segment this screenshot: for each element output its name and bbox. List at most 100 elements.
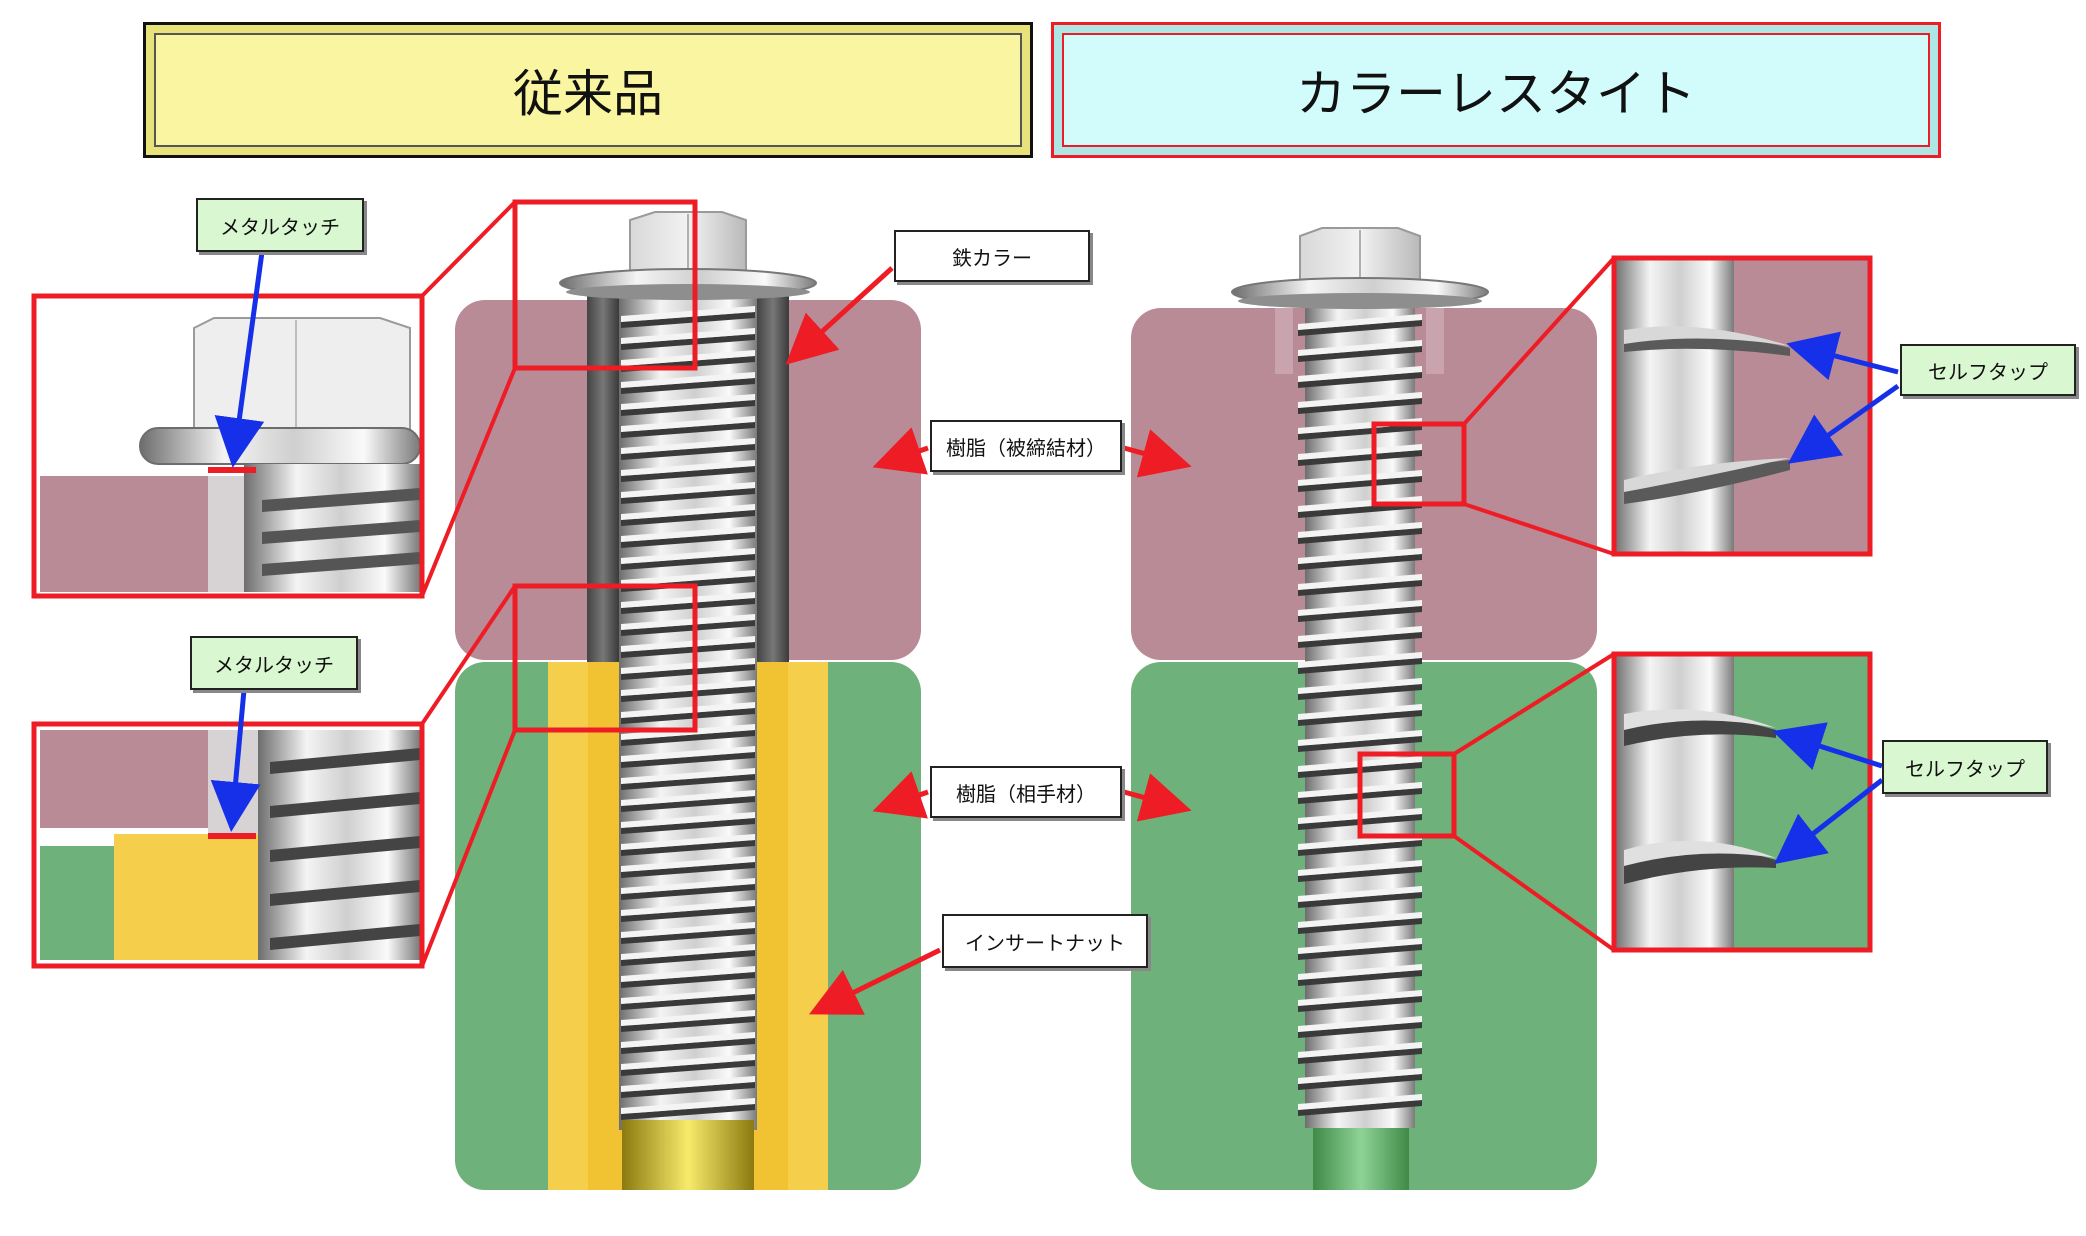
thread-crest — [621, 510, 755, 526]
thread-flank — [621, 944, 755, 960]
thread-flank — [1298, 1016, 1422, 1032]
thread-crest — [621, 1104, 755, 1120]
label-metal-touch-bottom: メタルタッチ — [190, 636, 358, 690]
thread-flank — [1298, 548, 1422, 564]
highlight-frame-left-bottom — [512, 583, 698, 733]
thread-crest — [621, 598, 755, 614]
thread-crest — [621, 862, 755, 878]
thread-flank — [1298, 626, 1422, 642]
thread-crest — [621, 730, 755, 746]
thread-flank — [621, 328, 755, 344]
thread-flank — [1298, 470, 1422, 486]
label-iron-collar: 鉄カラー — [894, 230, 1090, 282]
thread-flank — [621, 636, 755, 652]
thread-flank — [1298, 340, 1422, 356]
insert-nut-left — [548, 662, 588, 1190]
thread-flank — [1298, 912, 1422, 928]
thread-crest — [621, 972, 755, 988]
thread-crest — [1298, 1048, 1422, 1064]
thread-crest — [621, 884, 755, 900]
thread-flank — [621, 548, 755, 564]
thread-crest — [1298, 606, 1422, 622]
thread-crest — [621, 422, 755, 438]
thread-flank — [1298, 1094, 1422, 1110]
thread-crest — [621, 642, 755, 658]
thread-crest — [1298, 996, 1422, 1012]
title-collarless: カラーレスタイト — [1051, 22, 1941, 158]
label-insert-nut-text: インサートナット — [965, 930, 1125, 955]
thread-crest — [1298, 866, 1422, 882]
thread-crest — [621, 334, 755, 350]
thread-crest — [1298, 528, 1422, 544]
thread-flank — [621, 1098, 755, 1114]
insert-nut-right — [788, 662, 828, 1190]
thread-flank — [1298, 964, 1422, 980]
thread-crest — [621, 1082, 755, 1098]
iron-collar-left — [587, 290, 619, 662]
thread-crest — [621, 774, 755, 790]
thread-crest — [1298, 1022, 1422, 1038]
insert-nut-inner-left — [588, 662, 623, 1190]
thread-crest — [621, 444, 755, 460]
label-resin-mating-text: 樹脂（相手材） — [956, 781, 1096, 806]
thread-crest — [1298, 580, 1422, 596]
thread-crest — [1298, 632, 1422, 648]
thread-flank — [1298, 600, 1422, 616]
counterbore-left — [1275, 308, 1293, 374]
thread-flank — [621, 372, 755, 388]
thread-flank — [621, 526, 755, 542]
thread-crest — [621, 1038, 755, 1054]
title-conventional-text: 従来品 — [513, 65, 663, 123]
thread-crest — [1298, 710, 1422, 726]
thread-flank — [621, 746, 755, 762]
thread-flank — [1298, 860, 1422, 876]
highlight-frame-left-top — [512, 199, 698, 371]
inset-self-tap-bottom — [1611, 651, 1873, 953]
title-conventional: 従来品 — [143, 22, 1033, 158]
thread-crest — [621, 378, 755, 394]
thread-crest — [1298, 424, 1422, 440]
thread-flank — [621, 768, 755, 784]
thread-flank — [1298, 652, 1422, 668]
thread-crest — [621, 708, 755, 724]
label-self-tap-top: セルフタップ — [1900, 344, 2076, 396]
thread-flank — [1298, 574, 1422, 590]
thread-crest — [1298, 476, 1422, 492]
thread-flank — [1298, 730, 1422, 746]
thread-flank — [621, 966, 755, 982]
thread-crest — [1298, 684, 1422, 700]
inset-self-tap-top — [1611, 255, 1873, 557]
thread-flank — [621, 1010, 755, 1026]
thread-crest — [1298, 320, 1422, 336]
label-self-tap-top-text: セルフタップ — [1928, 359, 2048, 384]
thread-flank — [1298, 1042, 1422, 1058]
pilot-hole-green-right — [1313, 1128, 1409, 1190]
thread-flank — [1298, 704, 1422, 720]
thread-flank — [1298, 522, 1422, 538]
label-resin-fastened-text: 樹脂（被締結材） — [946, 435, 1106, 460]
label-metal-touch-top-text: メタルタッチ — [220, 214, 340, 239]
thread-flank — [1298, 938, 1422, 954]
bolt-end-threads-left — [622, 1120, 754, 1190]
thread-crest — [621, 312, 755, 328]
thread-crest — [1298, 398, 1422, 414]
thread-flank — [621, 702, 755, 718]
thread-flank — [621, 350, 755, 366]
thread-crest — [1298, 450, 1422, 466]
thread-flank — [1298, 444, 1422, 460]
inset-metal-touch-top — [31, 293, 425, 599]
thread-flank — [1298, 678, 1422, 694]
bolt-threads-left — [621, 306, 755, 1120]
pointer-arrows — [210, 251, 1900, 1015]
thread-crest — [621, 466, 755, 482]
thread-flank — [621, 504, 755, 520]
thread-flank — [621, 856, 755, 872]
label-metal-touch-top: メタルタッチ — [196, 198, 364, 252]
thread-crest — [621, 1060, 755, 1076]
thread-crest — [621, 400, 755, 416]
label-self-tap-bottom: セルフタップ — [1882, 740, 2048, 794]
thread-flank — [1298, 496, 1422, 512]
thread-crest — [621, 840, 755, 856]
